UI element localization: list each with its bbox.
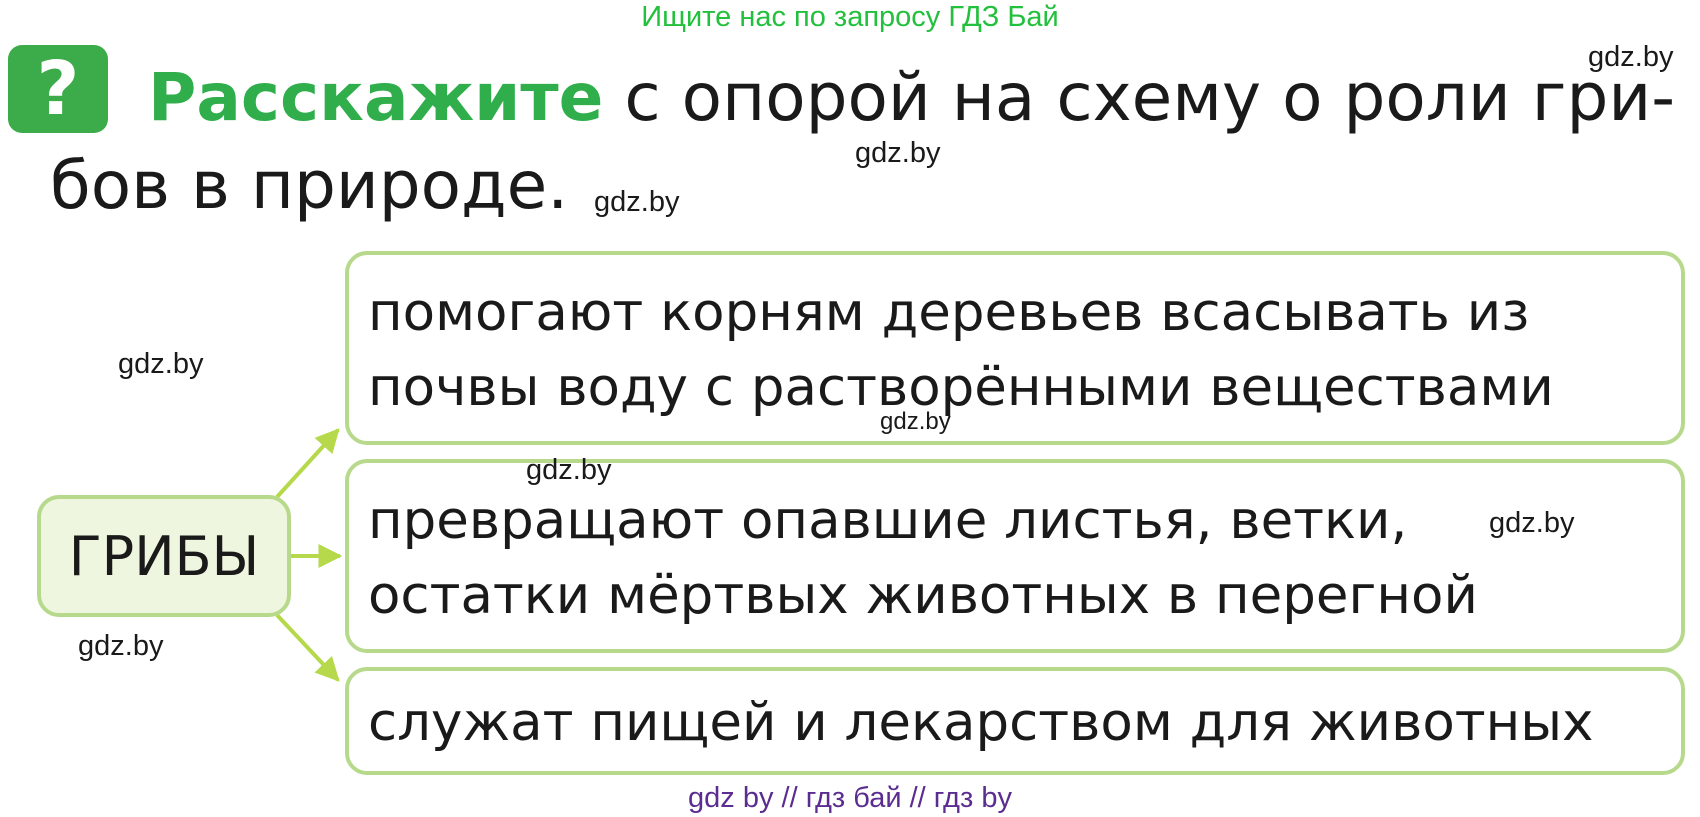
task-line-1: Расскажите с опорой на схему о роли гри- — [148, 58, 1675, 138]
watermark: gdz.by — [880, 408, 951, 435]
task-text-1: с опорой на схему о роли гри- — [603, 59, 1676, 136]
fact-box-1: помогают корням деревьев всасывать из по… — [345, 251, 1685, 445]
watermark: gdz.by — [855, 137, 941, 169]
watermark: gdz.by — [1489, 507, 1575, 539]
question-icon: ? — [8, 45, 108, 133]
root-node: ГРИБЫ — [37, 495, 291, 617]
task-key-word: Расскажите — [148, 59, 604, 136]
watermark: gdz.by — [1588, 41, 1674, 73]
watermark: gdz.by — [594, 186, 680, 218]
search-banner: Ищите нас по запросу ГДЗ Бай — [641, 1, 1059, 33]
fact-box-3: служат пищей и лекарством для животных — [345, 667, 1685, 775]
watermark: gdz.by — [526, 454, 612, 486]
fact-box-2: превращают опавшие листья, ветки, остатк… — [345, 459, 1685, 653]
arrow-to-fact-1 — [275, 428, 340, 499]
task-line-2: бов в природе. — [50, 147, 569, 224]
root-label: ГРИБЫ — [68, 524, 260, 588]
watermark: gdz.by — [78, 630, 164, 662]
watermark: gdz.by — [118, 348, 204, 380]
fact-text-2: превращают опавшие листья, ветки, остатк… — [368, 490, 1478, 626]
fact-text-1: помогают корням деревьев всасывать из по… — [368, 282, 1554, 418]
arrow-to-fact-3 — [275, 613, 340, 682]
footer-watermark: gdz by // гдз бай // гдз by — [688, 782, 1012, 814]
fact-text-3: служат пищей и лекарством для животных — [368, 692, 1594, 753]
